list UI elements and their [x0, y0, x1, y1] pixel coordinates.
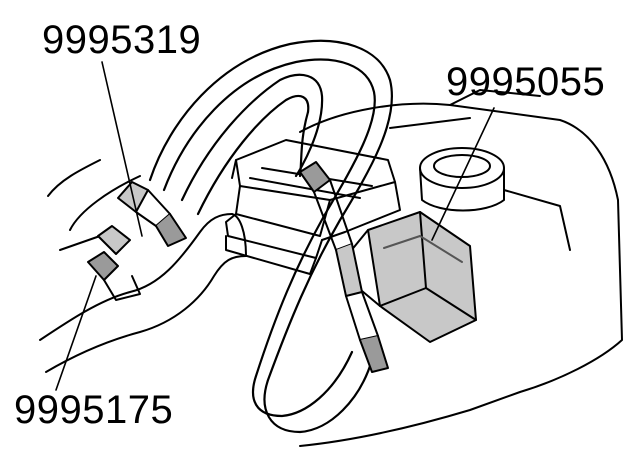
test-hose-loop [148, 39, 394, 434]
part-number-9995175: 9995175 [14, 388, 174, 432]
leader-9995175 [55, 275, 97, 391]
engine-block [299, 102, 623, 447]
leader-lines [55, 61, 495, 391]
leader-9995055 [431, 107, 495, 241]
oil-filler-cap [419, 147, 571, 251]
hose-end-fittings [299, 161, 389, 373]
part-number-9995319: 9995319 [42, 18, 202, 62]
pressure-gauge-fitting [87, 181, 187, 301]
engine-block-edge [389, 89, 541, 129]
pressure-transducer [349, 211, 477, 343]
part-number-9995055: 9995055 [446, 60, 606, 104]
leader-9995319 [101, 61, 143, 237]
